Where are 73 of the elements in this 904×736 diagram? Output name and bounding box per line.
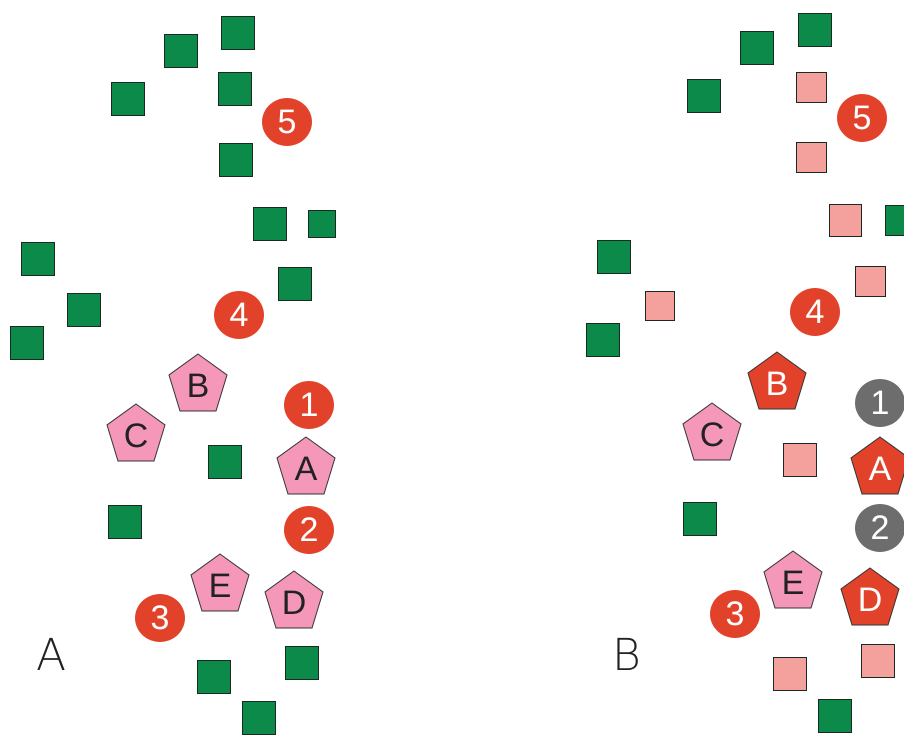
square-marker: [645, 291, 675, 321]
square-marker: [586, 323, 620, 357]
pentagon-shape: [850, 436, 904, 496]
square-marker: [818, 699, 852, 733]
shape-label: 1: [870, 386, 890, 420]
shape-label: B: [186, 369, 210, 403]
pentagon-shape: [763, 550, 823, 610]
square-marker: [21, 242, 55, 276]
square-marker: [308, 210, 336, 238]
square-marker: [683, 502, 717, 536]
number-circle: [710, 590, 760, 638]
square-marker: [687, 79, 721, 113]
pentagon-shape: [264, 570, 324, 630]
shape-label: D: [856, 583, 884, 617]
pentagon-shape: [190, 553, 250, 613]
square-marker: [67, 293, 101, 327]
shape-label: A: [294, 452, 318, 486]
square-marker: [796, 72, 826, 102]
panel-label: B: [612, 634, 641, 678]
square-marker: [861, 644, 895, 678]
square-marker: [285, 646, 319, 680]
number-circle: [262, 98, 312, 146]
square-marker: [783, 443, 817, 477]
square-marker: [278, 267, 312, 301]
square-marker: [773, 657, 807, 691]
number-circle: [855, 504, 904, 552]
number-circle: [135, 594, 185, 642]
square-marker: [597, 240, 631, 274]
shape-label: D: [280, 586, 308, 620]
square-marker: [221, 16, 255, 50]
shape-label: 2: [298, 513, 320, 547]
number-circle: [790, 288, 840, 336]
square-marker: [798, 13, 832, 47]
number-circle: [837, 94, 887, 142]
shape-label: E: [780, 566, 806, 600]
square-marker: [740, 31, 774, 65]
square-marker: [111, 82, 145, 116]
pentagon-shape: [168, 353, 228, 413]
shape-label: 3: [724, 597, 746, 631]
square-marker: [164, 34, 198, 68]
pentagon-shape: [840, 567, 900, 627]
number-circle: [284, 381, 334, 429]
shape-label: 4: [804, 295, 826, 329]
number-circle: [214, 291, 264, 339]
square-marker: [242, 701, 276, 735]
pentagon-shape: [276, 436, 336, 496]
number-circle: [855, 379, 904, 427]
panel-label: A: [36, 634, 66, 678]
square-marker: [219, 143, 253, 177]
shape-label: B: [764, 367, 790, 401]
square-marker: [253, 207, 287, 241]
pentagon-shape: [747, 351, 807, 411]
square-marker: [796, 142, 826, 172]
square-marker: [208, 445, 242, 479]
shape-label: 3: [150, 601, 170, 635]
shape-label: 1: [298, 388, 320, 422]
shape-label: A: [868, 452, 892, 486]
square-marker: [197, 660, 231, 694]
shape-label: 2: [870, 511, 890, 545]
square-marker: [10, 326, 44, 360]
square-marker: [218, 72, 252, 106]
shape-label: 5: [276, 105, 298, 139]
square-marker: [828, 204, 862, 236]
shape-label: 4: [228, 298, 250, 332]
pentagon-shape: [106, 403, 166, 463]
number-circle: [284, 506, 334, 554]
shape-label: E: [208, 569, 232, 603]
shape-label: C: [122, 419, 150, 453]
square-marker: [108, 505, 142, 539]
square-marker: [854, 266, 886, 296]
shape-label: 5: [852, 101, 872, 135]
shape-label: C: [698, 418, 726, 452]
pentagon-shape: [682, 402, 742, 462]
